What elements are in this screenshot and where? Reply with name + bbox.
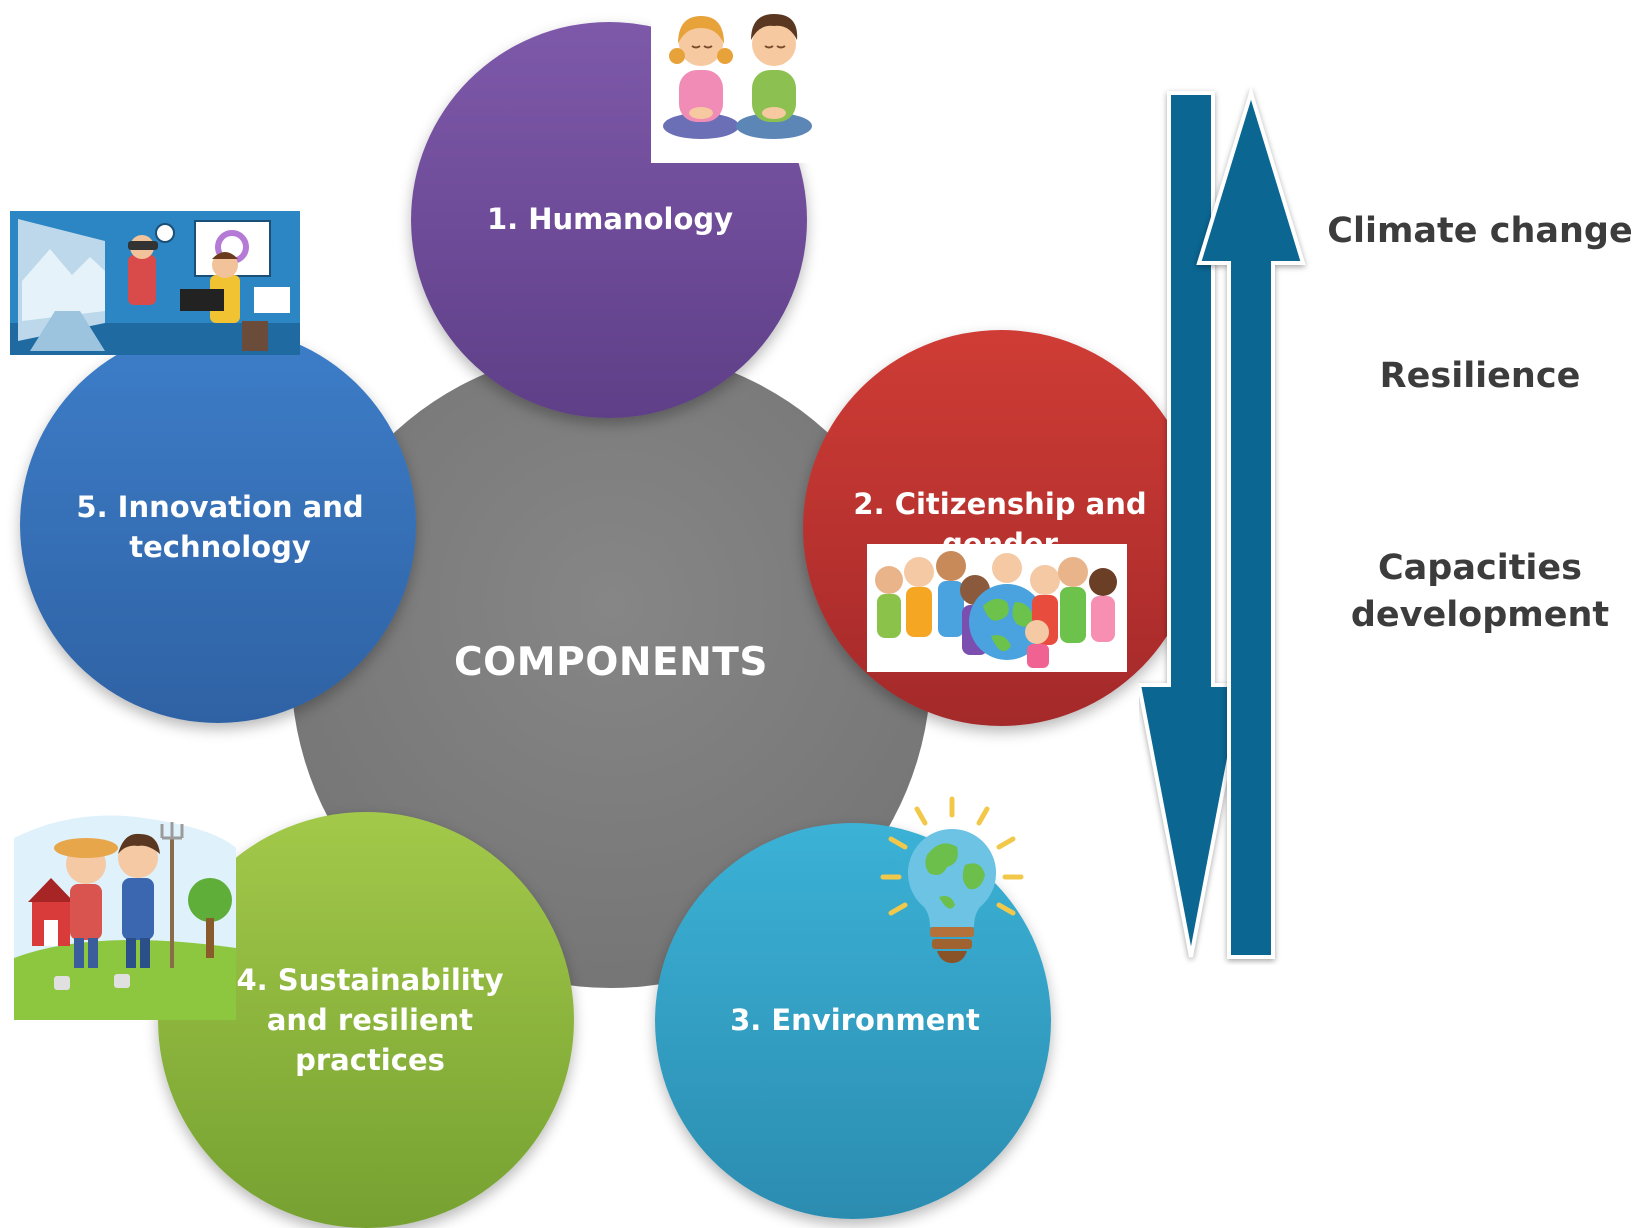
component-label-humanology: 1. Humanology (486, 202, 734, 236)
side-label-resilience: Resilience (1379, 356, 1581, 396)
meditating-children-icon (651, 0, 823, 163)
vr-classroom-icon (10, 211, 300, 355)
component-label-environment: 3. Environment (730, 1003, 980, 1037)
farmer-children-icon (14, 808, 236, 1020)
double-arrows (1139, 86, 1306, 959)
component-circle-innovation (20, 327, 416, 723)
center-label: COMPONENTS (454, 640, 768, 685)
arrow-up-icon (1196, 86, 1306, 959)
component-label-sustainability: 4. Sustainability and resilient practice… (236, 963, 504, 1078)
earth-lightbulb-icon (877, 795, 1027, 975)
arrow-down-icon (1139, 91, 1246, 958)
components-diagram: COMPONENTS 1. Humanology 2. Citizenship … (10, 0, 1633, 1228)
component-label-citizenship: 2. Citizenship and gender (853, 487, 1147, 544)
component-label-innovation: 5. Innovation and technology (76, 490, 364, 565)
side-label-capacities-development: Capacities development (1350, 548, 1610, 635)
children-around-globe-icon (867, 544, 1127, 672)
side-label-climate-change: Climate change (1327, 211, 1633, 251)
